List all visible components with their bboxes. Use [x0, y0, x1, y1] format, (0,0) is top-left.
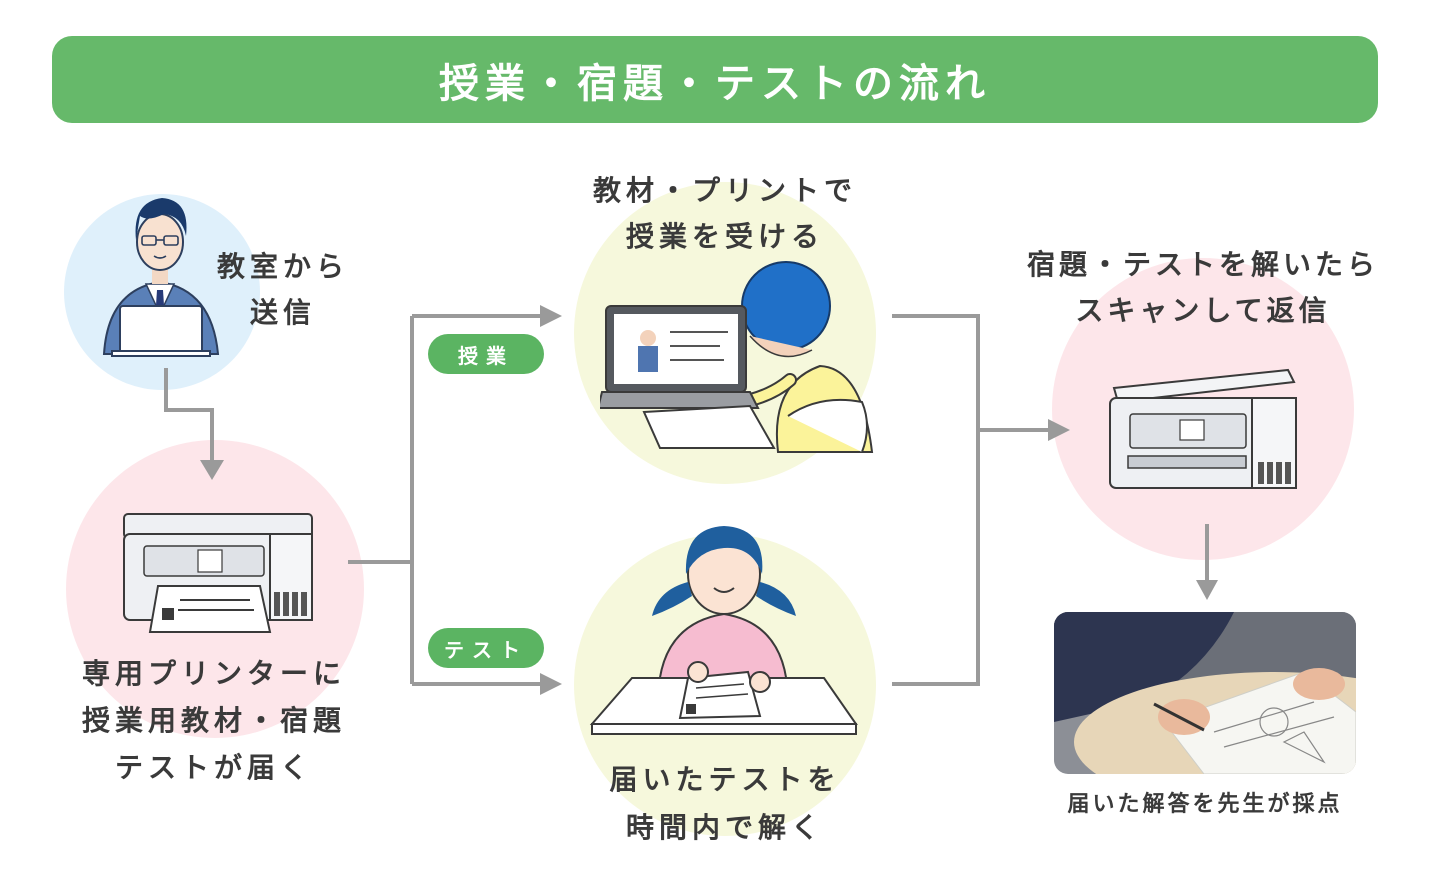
- test-label-line1: 届いたテストを: [609, 763, 841, 796]
- line-merge: [892, 314, 980, 686]
- grade-label-line1: 届いた解答を先生が採点: [1067, 792, 1343, 817]
- lesson-student-illustration: [600, 261, 874, 453]
- banner-title: 授業・宿題・テストの流れ: [439, 60, 991, 107]
- deliver-label: 専用プリンターに 授業用教材・宿題 テストが届く: [62, 650, 366, 791]
- test-badge: テスト: [428, 628, 544, 668]
- deliver-label-line1: 専用プリンターに: [81, 657, 346, 690]
- teacher-illustration: [102, 198, 220, 357]
- return-label-line1: 宿題・テストを解いたら: [1026, 248, 1379, 281]
- arrow-send-to-deliver: [164, 368, 214, 462]
- return-label-line2: スキャンして返信: [1075, 294, 1331, 327]
- deliver-label-line2: 授業用教材・宿題: [81, 704, 346, 737]
- send-label: 教室から 送信: [208, 244, 358, 336]
- return-label: 宿題・テストを解いたら スキャンして返信: [1008, 242, 1398, 334]
- lesson-badge: 授業: [428, 334, 544, 374]
- printer-illustration: [123, 513, 313, 633]
- send-label-line1: 教室から: [216, 250, 349, 283]
- test-label-line2: 時間内で解く: [625, 811, 824, 844]
- test-student-illustration: [589, 526, 858, 735]
- lesson-label: 教材・プリントで 授業を受ける: [574, 168, 876, 260]
- grade-label: 届いた解答を先生が採点: [1030, 788, 1380, 822]
- deliver-label-line3: テストが届く: [114, 751, 313, 784]
- test-label: 届いたテストを 時間内で解く: [574, 756, 876, 852]
- grading-photo: [1054, 612, 1356, 774]
- title-banner: 授業・宿題・テストの流れ: [52, 36, 1378, 123]
- scanner-illustration: [1109, 368, 1297, 489]
- lesson-label-line1: 教材・プリントで: [592, 174, 857, 207]
- send-label-line2: 送信: [249, 296, 316, 329]
- lesson-label-line2: 授業を受ける: [625, 220, 824, 253]
